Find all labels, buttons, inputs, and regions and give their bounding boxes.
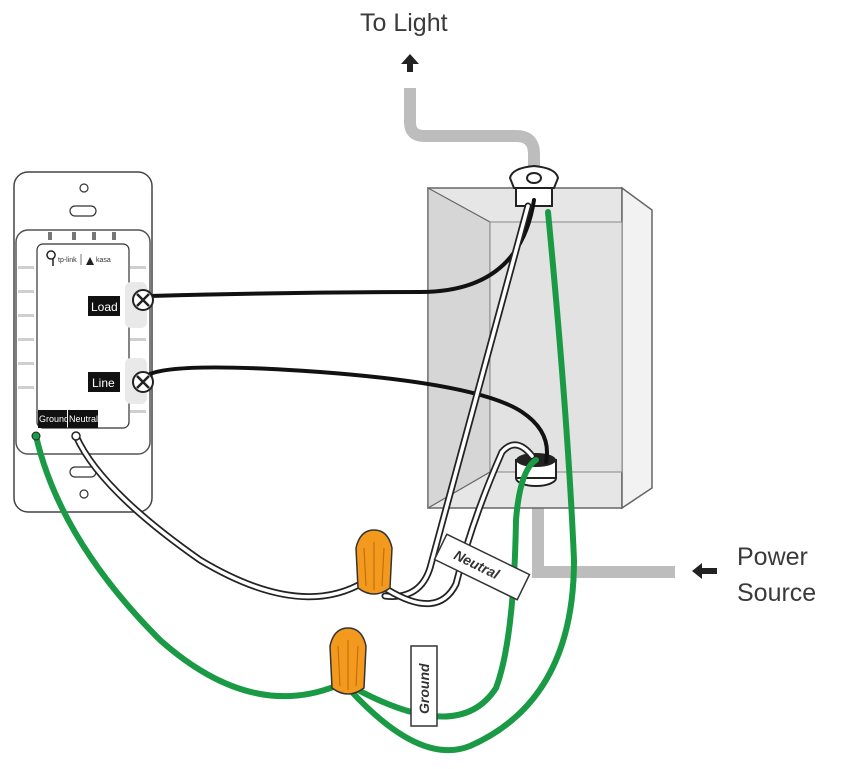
junction-box xyxy=(427,186,653,510)
load-screw-icon xyxy=(132,289,154,311)
tplink-logo-icon xyxy=(46,250,56,266)
switch-ground-wire xyxy=(33,433,339,700)
light-ground-wire xyxy=(347,209,578,754)
line-terminal-label: Line xyxy=(92,376,115,390)
ground-terminal-label: Ground xyxy=(39,414,69,424)
line-screw-icon xyxy=(132,371,154,393)
smart-switch: tp-link kasa Load Line Ground Neutral xyxy=(13,171,153,513)
neutral-wire-nut xyxy=(355,529,393,595)
source-ground-wire xyxy=(355,457,539,720)
brand-tplink: tp-link xyxy=(58,257,77,264)
top-cable-clamp xyxy=(508,164,560,207)
kasa-logo-icon xyxy=(86,257,94,265)
neutral-wires xyxy=(72,202,536,607)
power-label: Power xyxy=(737,543,808,571)
neutral-terminal-label: Neutral xyxy=(69,414,98,424)
arrow-up-icon xyxy=(401,54,419,72)
line-wire xyxy=(148,365,549,464)
ground-wire-nut xyxy=(329,627,367,695)
brand-kasa: kasa xyxy=(96,257,111,264)
to-light-conduit xyxy=(404,88,540,176)
ground-wires xyxy=(33,209,578,754)
ground-tag: Ground xyxy=(410,645,438,727)
source-label: Source xyxy=(737,579,816,607)
arrow-left-icon xyxy=(692,563,717,579)
svg-text:Ground: Ground xyxy=(416,663,432,714)
load-terminal-label: Load xyxy=(91,300,118,314)
to-light-label: To Light xyxy=(360,9,448,37)
